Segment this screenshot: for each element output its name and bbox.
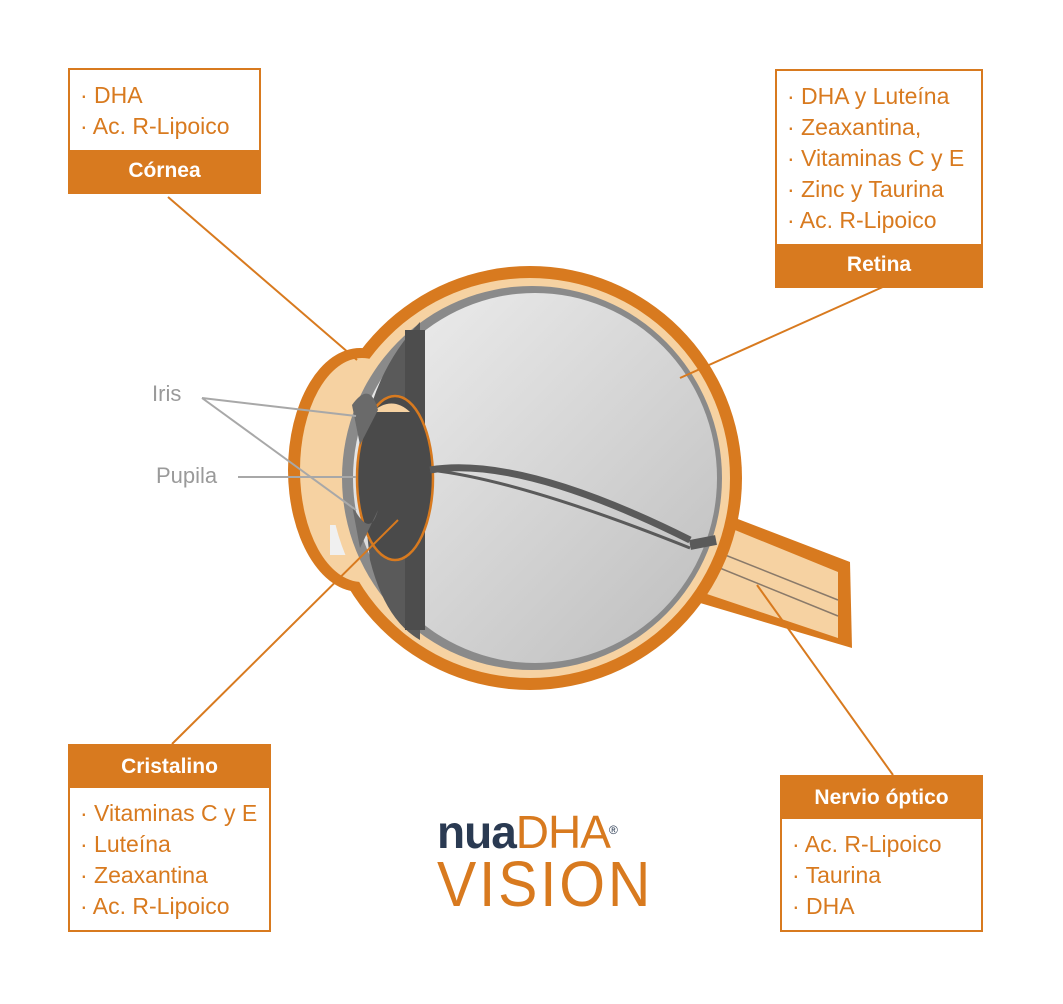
cristalino-items: · Vitaminas C y E · Luteína · Zeaxantina…	[70, 788, 269, 930]
list-item: · Luteína	[80, 831, 171, 857]
cornea-items: · DHA · Ac. R-Lipoico	[70, 70, 259, 150]
nervio-optico-items: · Ac. R-Lipoico · Taurina · DHA	[782, 819, 981, 930]
list-item: · Ac. R-Lipoico	[792, 831, 942, 857]
list-item: · Ac. R-Lipoico	[80, 893, 230, 919]
registered-mark: ®	[609, 823, 618, 837]
brand-logo: nuaDHA ®	[437, 806, 618, 858]
iris	[352, 393, 378, 445]
nervio-optico-title: Nervio óptico	[782, 777, 981, 819]
list-item: · Zinc y Taurina	[787, 176, 944, 202]
list-item: · Zeaxantina,	[787, 114, 922, 140]
lens	[355, 394, 435, 562]
list-item: · Taurina	[792, 862, 882, 888]
cristalino-title: Cristalino	[70, 746, 269, 788]
retina-callout: · DHA y Luteína · Zeaxantina, · Vitamina…	[775, 69, 983, 288]
retina-title: Retina	[777, 244, 981, 286]
list-item: · DHA	[80, 82, 143, 108]
logo-dha: DHA	[515, 806, 611, 858]
list-item: · Zeaxantina	[80, 862, 208, 888]
list-item: · DHA	[792, 893, 855, 919]
cornea-callout: · DHA · Ac. R-Lipoico Córnea	[68, 68, 261, 194]
list-item: · Ac. R-Lipoico	[80, 113, 230, 139]
cornea-title: Córnea	[70, 150, 259, 192]
cristalino-callout: Cristalino · Vitaminas C y E · Luteína ·…	[68, 744, 271, 932]
logo-nua: nua	[437, 806, 517, 858]
logo-vision: VISION	[437, 848, 654, 920]
nervio-optico-callout: Nervio óptico · Ac. R-Lipoico · Taurina …	[780, 775, 983, 932]
list-item: · Vitaminas C y E	[787, 145, 965, 171]
list-item: · Ac. R-Lipoico	[787, 207, 937, 233]
pupila-label: Pupila	[156, 463, 218, 488]
retina-items: · DHA y Luteína · Zeaxantina, · Vitamina…	[777, 71, 981, 244]
list-item: · Vitaminas C y E	[80, 800, 258, 826]
list-item: · DHA y Luteína	[787, 83, 950, 109]
iris-label: Iris	[152, 381, 182, 406]
